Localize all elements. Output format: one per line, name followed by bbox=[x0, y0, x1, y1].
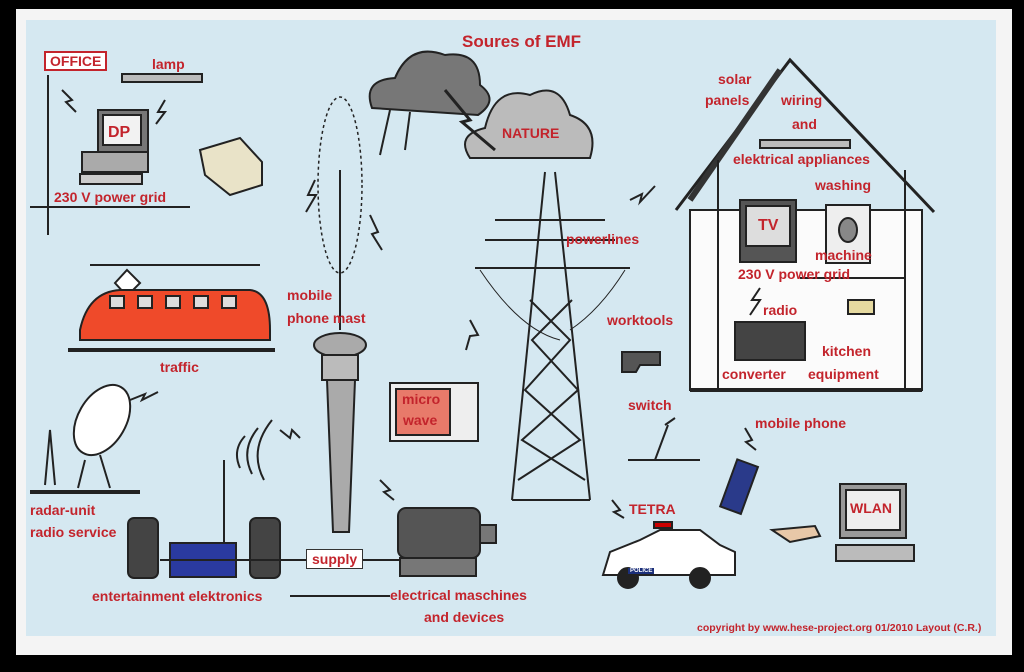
computer-icon bbox=[769, 483, 915, 562]
drill-icon bbox=[621, 351, 661, 373]
house-icon bbox=[674, 57, 936, 392]
diagram-title: Soures of EMF bbox=[462, 32, 582, 51]
emf-lightning-icons bbox=[61, 89, 762, 519]
train-icon bbox=[68, 264, 275, 352]
police-car-icon bbox=[601, 521, 736, 589]
wiring-label-1: wiring bbox=[781, 92, 823, 108]
power-pylon-icon bbox=[475, 171, 630, 501]
office-scene bbox=[30, 73, 263, 235]
wlan-label: WLAN bbox=[850, 500, 892, 516]
entertainment-electronics-icon bbox=[127, 419, 400, 597]
tv-label: TV bbox=[758, 217, 779, 234]
washing-label-2: machine bbox=[815, 247, 872, 263]
microwave-label-1: micro bbox=[402, 391, 441, 407]
worktools-label: worktools bbox=[607, 312, 674, 328]
thunderstorm-icon bbox=[368, 50, 594, 159]
mast-label-2: phone mast bbox=[287, 310, 366, 326]
tetra-label: TETRA bbox=[629, 501, 676, 517]
lamp-label: lamp bbox=[152, 56, 185, 72]
machines-label-2: and devices bbox=[424, 609, 505, 625]
radar-dish-icon bbox=[30, 383, 140, 494]
mobile-phone-label: mobile phone bbox=[755, 415, 846, 431]
converter-label: converter bbox=[722, 366, 786, 382]
powerlines-label: powerlines bbox=[566, 231, 640, 247]
house-power-grid-label: 230 V power grid bbox=[738, 266, 851, 282]
traffic-label: traffic bbox=[160, 359, 199, 375]
machines-label-1: electrical maschines bbox=[390, 587, 527, 603]
microwave-label-2: wave bbox=[403, 412, 438, 428]
solar-label-1: solar bbox=[718, 71, 752, 87]
radio-label: radio bbox=[763, 302, 798, 318]
copyright-notice: copyright by www.hese-project.org 01/201… bbox=[697, 622, 982, 634]
kitchen-label-2: equipment bbox=[808, 366, 879, 382]
mast-label-1: mobile bbox=[287, 287, 333, 303]
mobile-phone-icon bbox=[718, 458, 760, 516]
appliances-label: elektrical appliances bbox=[733, 151, 870, 167]
washing-label-1: washing bbox=[815, 177, 872, 193]
office-power-grid-label: 230 V power grid bbox=[54, 189, 167, 205]
police-car-lettering: POLICE bbox=[628, 568, 655, 574]
dp-label: DP bbox=[108, 124, 131, 141]
kitchen-label-1: kitchen bbox=[822, 343, 872, 359]
office-label: OFFICE bbox=[44, 51, 108, 71]
mobile-mast-icon bbox=[313, 96, 367, 533]
radar-label-1: radar-unit bbox=[30, 502, 96, 518]
switch-icon bbox=[628, 417, 700, 461]
solar-label-2: panels bbox=[705, 92, 750, 108]
supply-label: supply bbox=[306, 549, 364, 569]
radar-label-2: radio service bbox=[30, 524, 117, 540]
wiring-label-2: and bbox=[792, 116, 817, 132]
electric-motor-icon bbox=[397, 507, 497, 577]
switch-label: switch bbox=[628, 397, 672, 413]
nature-label: NATURE bbox=[502, 125, 560, 141]
entertainment-electronics-label: entertainment elektronics bbox=[92, 588, 263, 604]
